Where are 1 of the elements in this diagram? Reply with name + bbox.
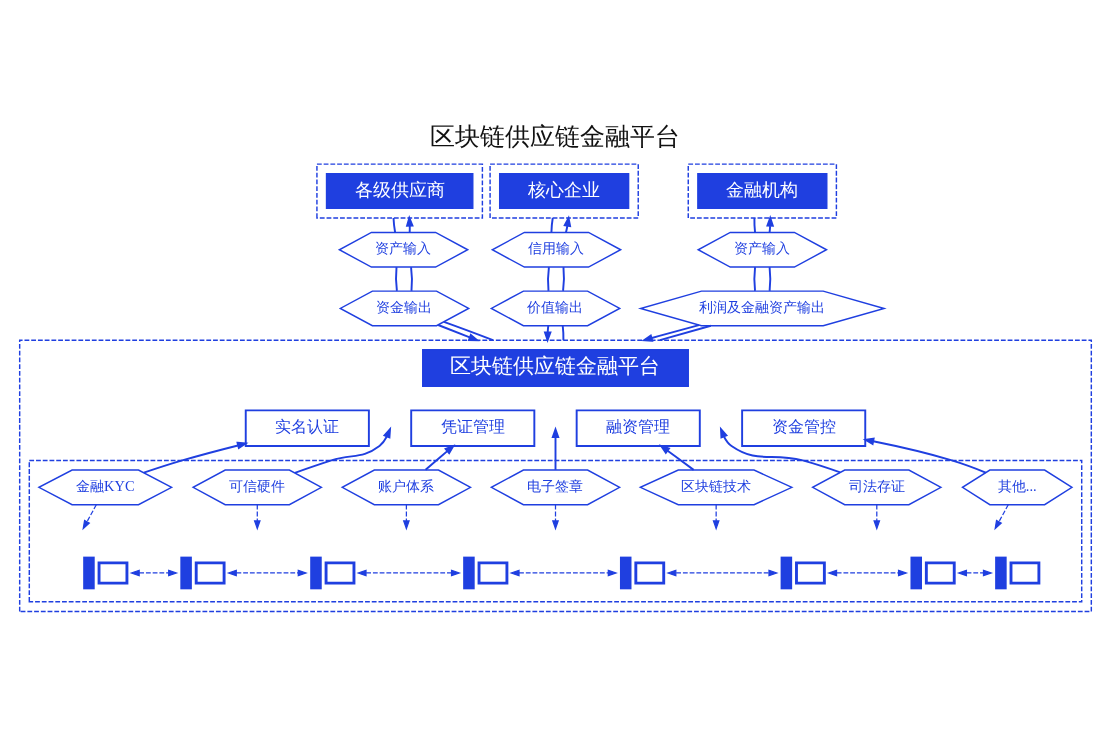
diagram-title: 区块链供应链金融平台 [430, 121, 681, 151]
